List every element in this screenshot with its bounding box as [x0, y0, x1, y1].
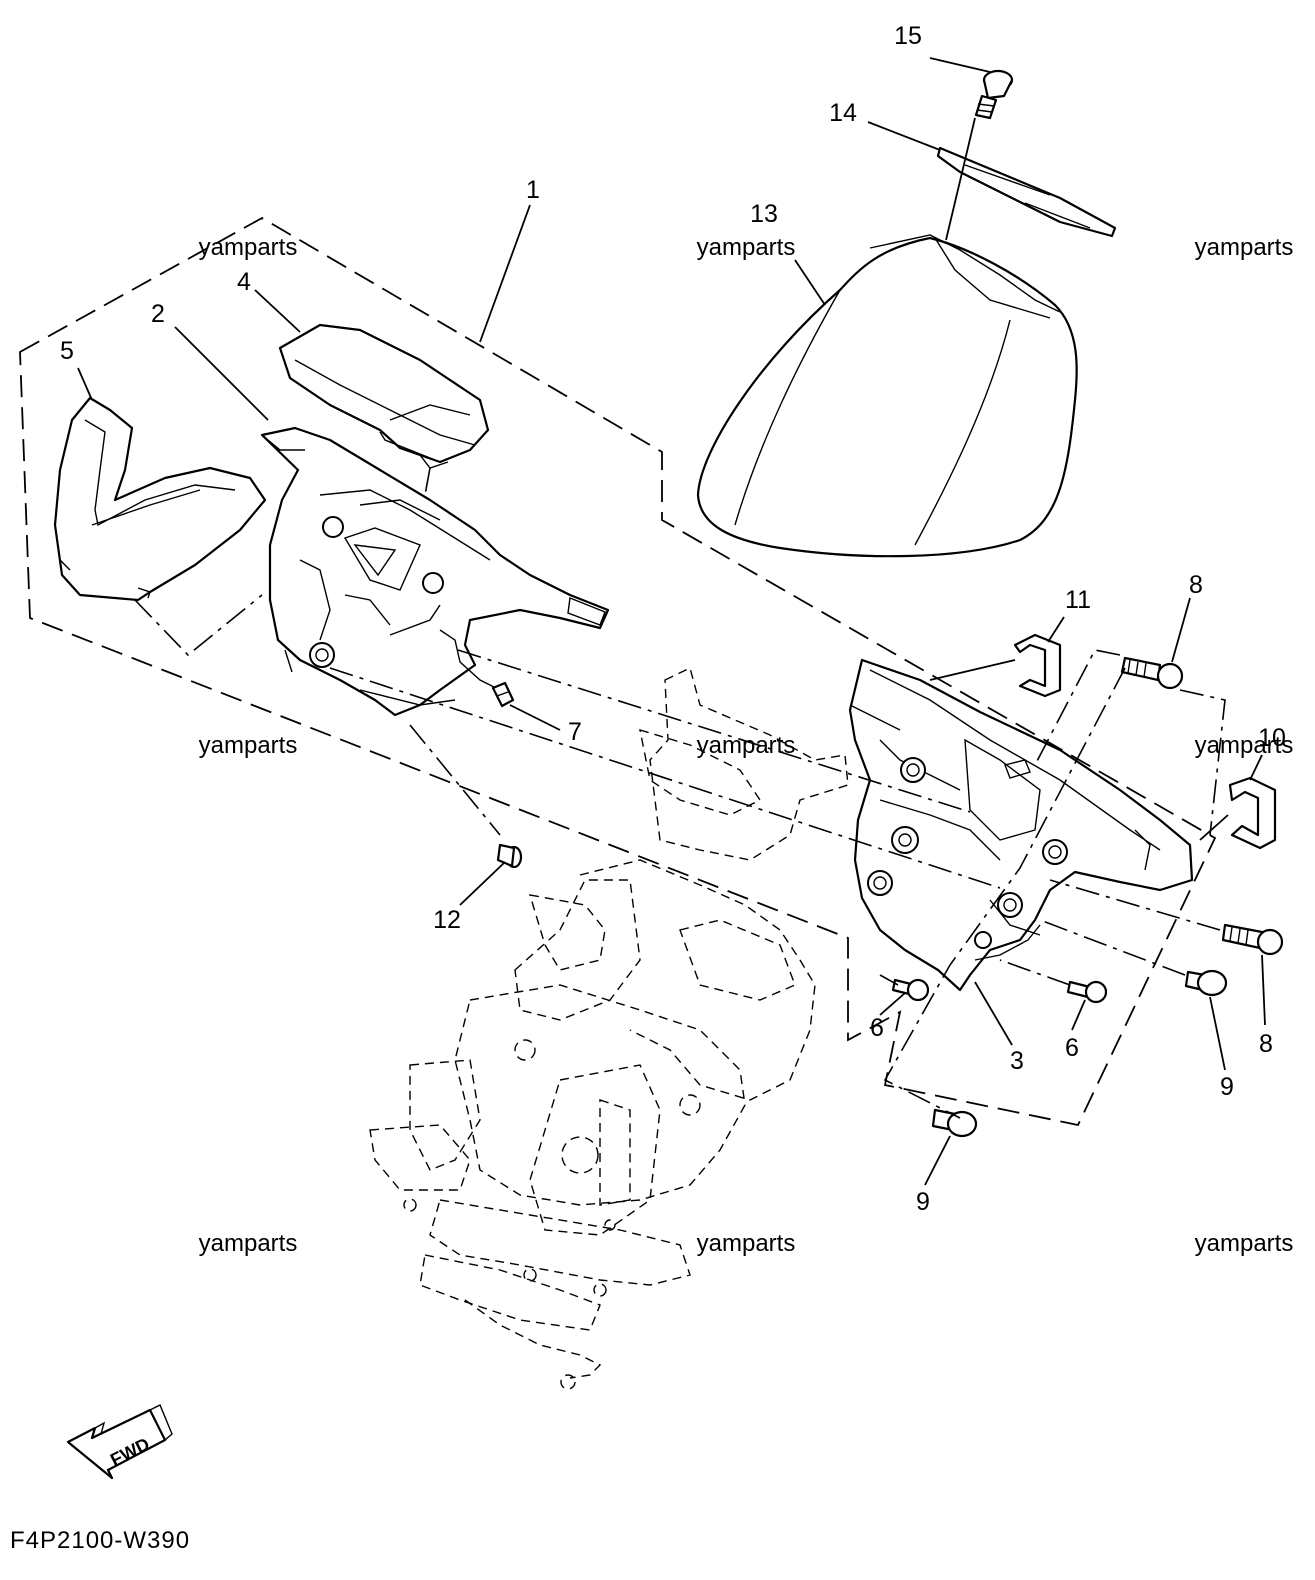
callout-5: 5 — [60, 337, 74, 365]
part-14-plate — [936, 146, 1117, 238]
callout-8-lower: 8 — [1259, 1030, 1273, 1058]
callout-labels: 1 2 3 4 5 6 6 7 8 8 9 9 10 11 12 13 14 1… — [60, 22, 1286, 1216]
callout-11: 11 — [1065, 586, 1091, 614]
callout-12: 12 — [433, 906, 461, 934]
callout-8-upper: 8 — [1189, 571, 1203, 599]
watermark-text: yamparts — [199, 234, 298, 261]
watermark-text: yamparts — [1195, 234, 1294, 261]
part-8-bolt-upper — [1120, 656, 1184, 690]
callout-2: 2 — [151, 300, 165, 328]
callout-15: 15 — [894, 22, 922, 50]
part-8-bolt-lower — [1221, 923, 1284, 956]
callout-13: 13 — [750, 200, 778, 228]
callout-7: 7 — [568, 718, 582, 746]
watermark-text: yamparts — [199, 732, 298, 759]
forward-arrow-icon: FWD — [66, 1404, 173, 1480]
callout-3: 3 — [1010, 1047, 1024, 1075]
assembly-boundary — [19, 216, 1217, 1127]
assembly-lines — [134, 467, 1226, 1119]
watermark-text: yamparts — [697, 1230, 796, 1257]
callout-1: 1 — [526, 176, 540, 204]
part-15-screw — [974, 69, 1014, 120]
frame-assembly — [369, 667, 849, 1390]
part-11-clip — [1013, 633, 1062, 698]
part-4-top-cover — [278, 323, 490, 469]
part-6-screw-right — [1066, 980, 1108, 1004]
part-7-harness-clip — [439, 629, 515, 708]
part-12-screw — [496, 843, 523, 869]
watermarks: yamparts yamparts yamparts yamparts yamp… — [199, 234, 1294, 1257]
watermark-text: yamparts — [1195, 1230, 1294, 1257]
diagram-code: F4P2100-W390 — [10, 1527, 190, 1554]
callout-4: 4 — [237, 268, 251, 296]
callout-6-left: 6 — [870, 1014, 884, 1042]
callout-6-right: 6 — [1065, 1034, 1079, 1062]
callout-9-right: 9 — [1220, 1073, 1234, 1101]
part-6-screw-left — [891, 978, 930, 1002]
watermark-text: yamparts — [1195, 732, 1294, 759]
watermark-text: yamparts — [697, 234, 796, 261]
part-10-clip — [1228, 776, 1277, 850]
part-3-bracket — [848, 658, 1194, 992]
callout-9-bottom: 9 — [916, 1188, 930, 1216]
part-2-inner-panel — [260, 426, 610, 717]
watermark-text: yamparts — [199, 1230, 298, 1257]
leader-lines — [77, 57, 1266, 1186]
callout-10: 10 — [1258, 724, 1286, 752]
part-9-bolt-right — [1184, 969, 1228, 997]
part-5-side-panel — [53, 396, 267, 602]
part-9-bolt-bottom — [931, 1108, 978, 1138]
watermark-text: yamparts — [697, 732, 796, 759]
callout-14: 14 — [829, 99, 857, 127]
part-13-meter-cover — [696, 234, 1078, 558]
